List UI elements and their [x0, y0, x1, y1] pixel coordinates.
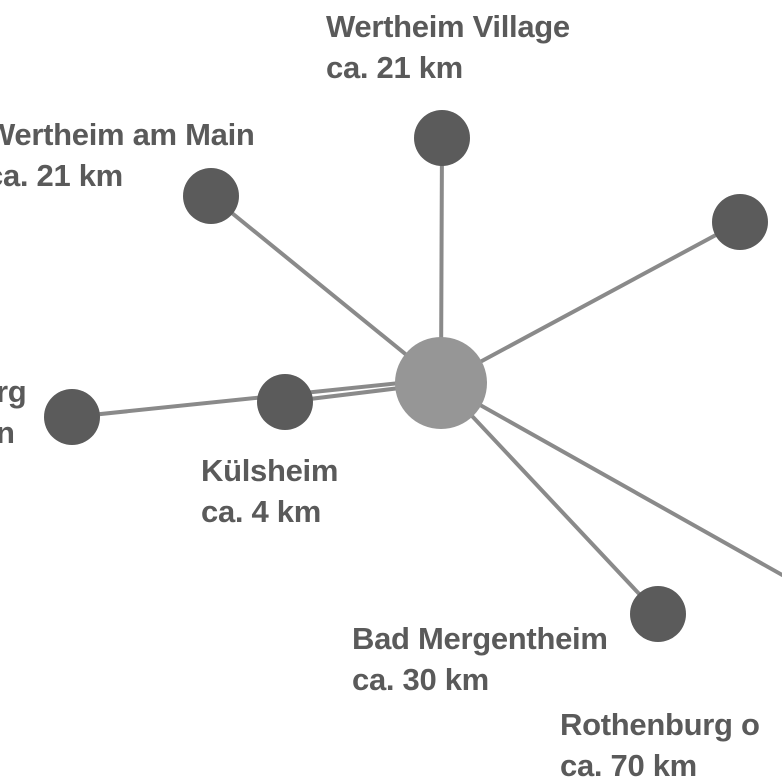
label-kuelsheim: Külsheim ca. 4 km: [201, 450, 338, 532]
node-wertheim-am-main: [183, 168, 239, 224]
node-bad-mergentheim: [630, 586, 686, 642]
label-west: rg n: [0, 371, 27, 453]
hub-node: [395, 337, 487, 429]
edge-bad-mergentheim: [439, 381, 660, 616]
destination-name: Wertheim Village: [326, 9, 570, 44]
destination-name: Rothenburg o: [560, 707, 760, 742]
node-wertheim-village: [414, 110, 470, 166]
destination-distance: ca. 21 km: [0, 158, 123, 193]
node-west: [44, 389, 100, 445]
node-kuelsheim: [257, 374, 313, 430]
edge-wertheim-am-main: [209, 194, 443, 385]
destination-name: Külsheim: [201, 453, 339, 488]
destination-name: Bad Mergentheim: [352, 621, 608, 656]
node-northeast: [712, 194, 768, 250]
label-rothenburg: Rothenburg o ca. 70 km: [560, 704, 760, 782]
destination-distance: n: [0, 415, 15, 450]
label-bad-mergentheim: Bad Mergentheim ca. 30 km: [352, 618, 608, 700]
destination-distance: ca. 30 km: [352, 662, 489, 697]
destination-name: rg: [0, 374, 27, 409]
edge-northeast: [439, 220, 742, 385]
destination-distance: ca. 4 km: [201, 494, 321, 529]
destination-distance: ca. 70 km: [560, 748, 697, 782]
label-wertheim-am-main: Wertheim am Main ca. 21 km: [0, 114, 255, 196]
label-wertheim-village: Wertheim Village ca. 21 km: [326, 6, 570, 88]
destination-distance: ca. 21 km: [326, 50, 463, 85]
destination-name: Wertheim am Main: [0, 117, 255, 152]
edge-west: [70, 381, 402, 419]
edge-rothenburg: [439, 381, 782, 578]
